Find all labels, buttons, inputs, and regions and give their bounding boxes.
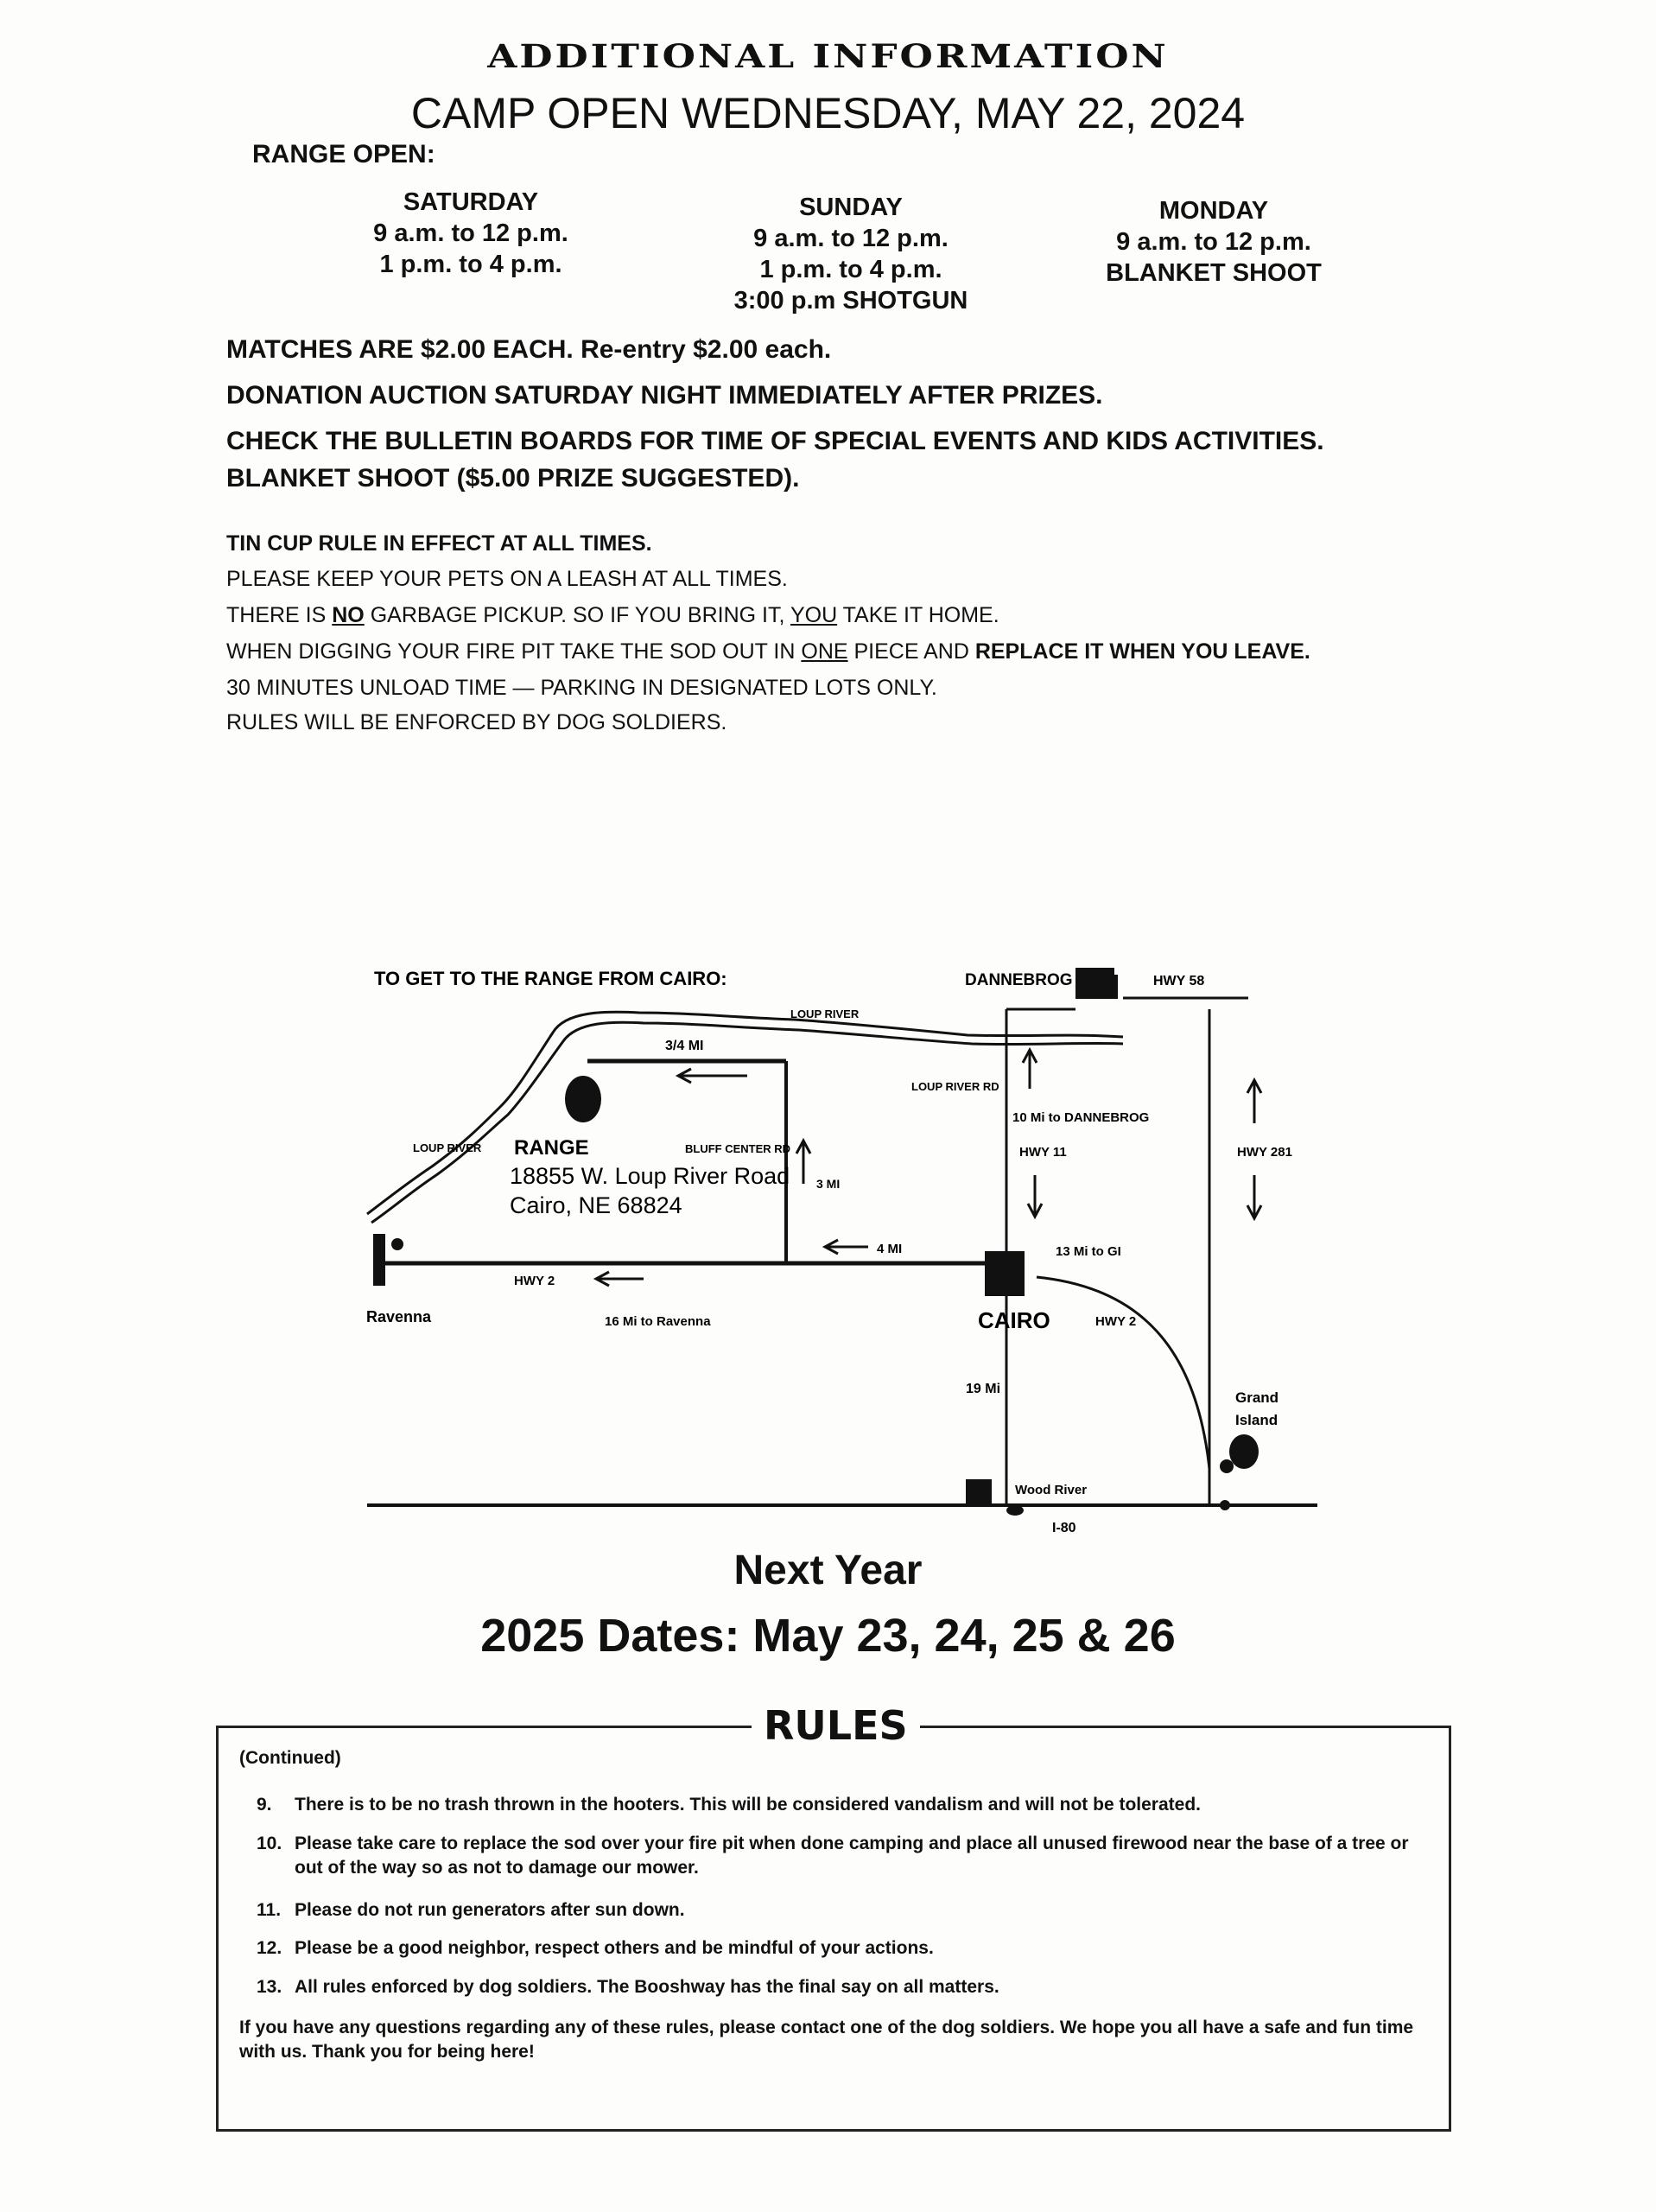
note-fire-pit: WHEN DIGGING YOUR FIRE PIT TAKE THE SOD … <box>226 639 1310 664</box>
range-marker <box>565 1076 601 1122</box>
rule-number: 10. <box>257 1834 282 1853</box>
announcement-matches: MATCHES ARE $2.00 EACH. Re-entry $2.00 e… <box>226 335 832 364</box>
page-title: ADDITIONAL INFORMATION <box>487 37 1169 76</box>
rule-item: 9. There is to be no trash thrown in the … <box>257 1793 1431 1817</box>
rule-item: 12. Please be a good neighbor, respect ot… <box>257 1936 1431 1961</box>
note-emphasis: REPLACE IT WHEN YOU LEAVE. <box>974 639 1310 664</box>
announcement-bulletin: CHECK THE BULLETIN BOARDS FOR TIME OF SP… <box>226 427 1324 455</box>
schedule-time: 9 a.m. to 12 p.m. <box>373 219 568 247</box>
map-label-hwy58: HWY 58 <box>1153 974 1204 988</box>
rules-box <box>216 1726 1451 2132</box>
map-label-cairo: CAIRO <box>978 1307 1050 1333</box>
schedule-time: 1 p.m. to 4 p.m. <box>379 251 562 278</box>
map-label-dannebrog: DANNEBROG <box>965 971 1073 989</box>
note-emphasis: ONE <box>801 639 848 664</box>
rule-text: There is to be no trash thrown in the ho… <box>295 1795 1201 1815</box>
rule-item: 10. Please take care to replace the sod o… <box>257 1832 1431 1880</box>
schedule-saturday: SATURDAY 9 a.m. to 12 p.m. 1 p.m. to 4 p… <box>289 187 652 280</box>
note-text: GARBAGE PICKUP. SO IF YOU BRING IT, <box>364 603 790 627</box>
note-pets: PLEASE KEEP YOUR PETS ON A LEASH AT ALL … <box>226 567 788 591</box>
map-label-hwy281: HWY 281 <box>1237 1145 1292 1160</box>
rule-number: 9. <box>257 1795 272 1815</box>
schedule-monday: MONDAY 9 a.m. to 12 p.m. BLANKET SHOOT <box>1032 195 1395 289</box>
rule-text: Please do not run generators after sun d… <box>295 1900 685 1920</box>
rules-continued: (Continued) <box>239 1748 341 1768</box>
map-label-distance: 4 MI <box>877 1242 902 1256</box>
rule-text: Please take care to replace the sod over… <box>295 1834 1409 1878</box>
map-label-distance: 13 Mi to GI <box>1056 1244 1121 1259</box>
ravenna-marker <box>391 1238 403 1250</box>
range-address-line2: Cairo, NE 68824 <box>510 1192 682 1218</box>
map-label-distance: 3/4 MI <box>665 1039 703 1053</box>
note-emphasis: NO <box>332 603 365 627</box>
schedule-day: SATURDAY <box>403 188 539 216</box>
next-year-heading: Next Year <box>733 1548 923 1593</box>
map-label-distance: 3 MI <box>816 1177 840 1191</box>
grand-island-marker <box>1220 1500 1230 1510</box>
map-label-grand-island: Grand <box>1235 1389 1278 1406</box>
map-label-hwy2: HWY 2 <box>514 1274 555 1288</box>
rules-closing-note: If you have any questions regarding any … <box>239 2018 1414 2062</box>
schedule-day: SUNDAY <box>799 194 903 221</box>
next-year-dates: 2025 Dates: May 23, 24, 25 & 26 <box>480 1610 1176 1662</box>
map-label-i80: I-80 <box>1052 1521 1076 1535</box>
dannebrog-marker <box>1104 975 1118 999</box>
map-label-loup-river: LOUP RIVER <box>790 1007 860 1020</box>
note-emphasis: YOU <box>790 603 838 627</box>
note-enforced: RULES WILL BE ENFORCED BY DOG SOLDIERS. <box>226 710 727 734</box>
note-text: PIECE AND <box>847 639 975 664</box>
note-text: WHEN DIGGING YOUR FIRE PIT TAKE THE SOD … <box>226 639 802 664</box>
map-label-ravenna: Ravenna <box>366 1308 432 1325</box>
schedule-time: 9 a.m. to 12 p.m. <box>1116 228 1311 256</box>
map-label-wood-river: Wood River <box>1015 1483 1087 1497</box>
map-label-hwy2: HWY 2 <box>1095 1314 1136 1329</box>
cairo-marker <box>985 1251 1025 1296</box>
wood-river-marker <box>1006 1505 1024 1516</box>
range-address-line1: 18855 W. Loup River Road <box>510 1163 790 1189</box>
camp-open-date: CAMP OPEN WEDNESDAY, MAY 22, 2024 <box>410 89 1246 137</box>
rule-item: 11. Please do not run generators after su… <box>257 1898 1431 1923</box>
map-label-distance: 19 Mi <box>966 1382 1000 1396</box>
map-label-bluff-center-rd: BLUFF CENTER RD <box>685 1142 790 1155</box>
announcement-auction: DONATION AUCTION SATURDAY NIGHT IMMEDIAT… <box>226 381 1103 410</box>
map-label-range: RANGE <box>514 1136 589 1160</box>
note-garbage: THERE IS NO GARBAGE PICKUP. SO IF YOU BR… <box>226 603 999 628</box>
rule-text: All rules enforced by dog soldiers. The … <box>295 1977 999 1997</box>
directions-map: TO GET TO THE RANGE FROM CAIRO: DANNEBRO… <box>366 968 1317 1535</box>
wood-river-marker <box>966 1479 992 1505</box>
note-text: TAKE IT HOME. <box>837 603 999 627</box>
arrow-icon <box>593 1046 1263 1287</box>
rules-title: RULES <box>752 1702 920 1749</box>
note-text: THERE IS <box>226 603 333 627</box>
map-label-distance: 10 Mi to DANNEBROG <box>1012 1110 1149 1125</box>
schedule-time: BLANKET SHOOT <box>1106 259 1322 287</box>
schedule-time: 3:00 p.m SHOTGUN <box>733 287 968 315</box>
map-label-loup-river-rd: LOUP RIVER RD <box>911 1080 999 1093</box>
loup-river <box>366 1010 1124 1216</box>
hwy-2-curve <box>1036 1275 1211 1470</box>
rule-item: 13. All rules enforced by dog soldiers. T… <box>257 1975 1431 1999</box>
grand-island-marker <box>1229 1434 1259 1469</box>
rule-number: 11. <box>257 1900 282 1920</box>
note-unload: 30 MINUTES UNLOAD TIME — PARKING IN DESI… <box>226 676 937 700</box>
rule-number: 13. <box>257 1977 282 1997</box>
loup-river <box>371 1020 1124 1224</box>
map-label-grand-island: Island <box>1235 1412 1278 1428</box>
map-label-hwy11: HWY 11 <box>1019 1145 1067 1160</box>
schedule-day: MONDAY <box>1158 197 1269 225</box>
map-label-distance: 16 Mi to Ravenna <box>605 1314 711 1329</box>
schedule-time: 9 a.m. to 12 p.m. <box>753 225 949 252</box>
rule-text: Please be a good neighbor, respect other… <box>295 1938 934 1958</box>
map-heading: TO GET TO THE RANGE FROM CAIRO: <box>374 968 727 989</box>
note-tin-cup: TIN CUP RULE IN EFFECT AT ALL TIMES. <box>226 531 652 556</box>
schedule-time: 1 p.m. to 4 p.m. <box>759 256 942 283</box>
announcement-blanket-shoot: BLANKET SHOOT ($5.00 PRIZE SUGGESTED). <box>226 464 800 493</box>
schedule-sunday: SUNDAY 9 a.m. to 12 p.m. 1 p.m. to 4 p.m… <box>669 192 1032 316</box>
ravenna-marker <box>373 1234 385 1286</box>
range-open-label: RANGE OPEN: <box>252 140 435 168</box>
map-label-loup-river: LOUP RIVER <box>413 1141 482 1154</box>
grand-island-marker <box>1220 1459 1234 1473</box>
rule-number: 12. <box>257 1938 282 1958</box>
